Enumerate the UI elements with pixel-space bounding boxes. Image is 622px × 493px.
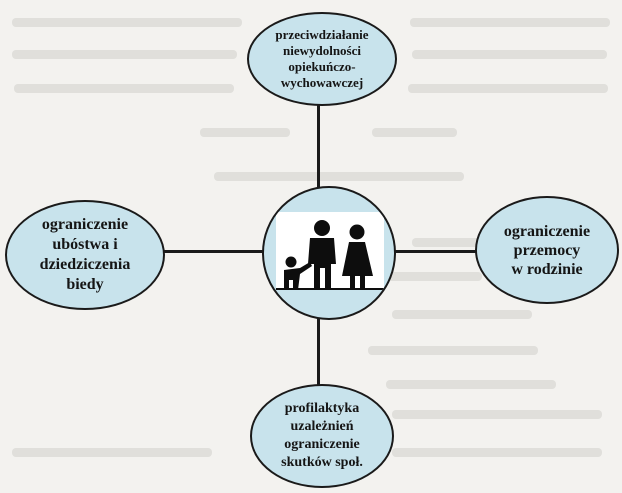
node-left-label: ograniczenie ubóstwa i dziedziczenia bie… — [39, 216, 131, 293]
node-left: ograniczenie ubóstwa i dziedziczenia bie… — [5, 200, 165, 310]
family-icon — [276, 212, 384, 290]
node-center — [262, 186, 396, 320]
node-top-label: przeciwdziałanie niewydolności opiekuńcz… — [275, 27, 369, 90]
node-right: ograniczenie przemocy w rodzinie — [475, 196, 619, 304]
node-top: przeciwdziałanie niewydolności opiekuńcz… — [247, 12, 397, 106]
connector-top — [317, 104, 320, 188]
connector-bottom — [317, 318, 320, 388]
node-bottom-label: profilaktyka uzależnień ograniczenie sku… — [281, 401, 363, 470]
node-bottom: profilaktyka uzależnień ograniczenie sku… — [250, 384, 394, 488]
connector-left — [162, 250, 264, 253]
connector-right — [394, 250, 478, 253]
node-right-label: ograniczenie przemocy w rodzinie — [503, 222, 591, 278]
